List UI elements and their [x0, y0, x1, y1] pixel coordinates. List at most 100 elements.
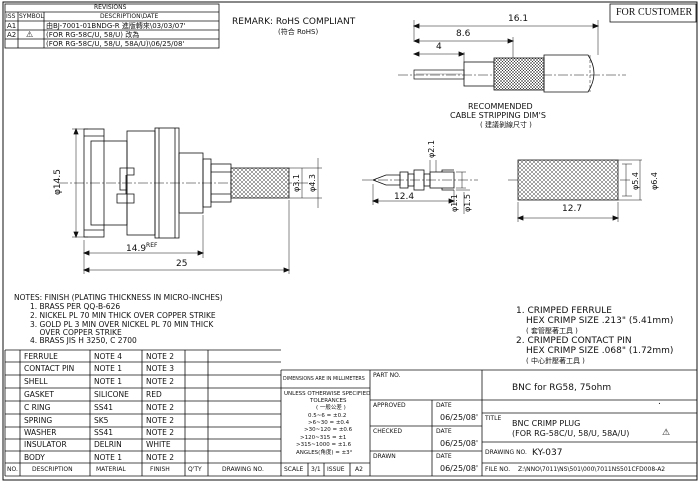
- stripping-caption-2: CABLE STRIPPING DIM'S: [450, 111, 546, 120]
- notes-header: NOTES: FINISH (PLATING THICKNESS IN MICR…: [14, 293, 223, 302]
- dim-8-6: 8.6: [456, 29, 471, 39]
- dim-16-1: 16.1: [508, 14, 529, 24]
- file-no: Z:\NNO\7011\NS\501\000\7011NS501CFD008-A…: [518, 466, 666, 473]
- crimp-ferrule-cn: ( 套管壓著工具 ): [526, 327, 578, 335]
- for-customer-label: FOR CUSTOMER: [616, 7, 693, 18]
- bom-row-2-desc: CONTACT PIN: [24, 364, 75, 373]
- rev-row-1-desc: 由BJ-7001-01BNDG-R 進版轉來\03/03/07': [46, 22, 186, 30]
- checked-date: 06/25/08': [440, 439, 479, 448]
- bom-row-9-desc: BODY: [24, 453, 45, 462]
- bom-header-drawing-no: DRAWING NO.: [222, 466, 264, 473]
- issue-label: ISSUE: [327, 466, 345, 473]
- dim-phi-1-1: φ1.1: [450, 194, 459, 212]
- bom-row-3-desc: SHELL: [24, 377, 48, 386]
- checked-date-label: DATE: [436, 428, 452, 435]
- tolerance-angle: ANGLES(角度) = ±3°: [296, 450, 353, 456]
- tolerance-cn: ( 一般公差 ): [316, 405, 346, 411]
- bom-header-material: MATERIAL: [96, 466, 126, 473]
- bom-header-finish: FINISH: [150, 466, 170, 473]
- tolerance-unless: UNLESS OTHERWISE SPECIFIED: [284, 391, 371, 397]
- dim-14-9-ref: 14.9REF: [126, 243, 157, 254]
- file-no-label: FILE NO.: [485, 466, 511, 473]
- bom-row-6-desc: SPRING: [24, 416, 53, 425]
- drawing-no-label: DRAWING NO.: [485, 449, 527, 456]
- bom-row-1-desc: FERRULE: [24, 352, 58, 361]
- stripping-caption-1: RECOMMENDED: [468, 102, 533, 111]
- tolerance-row-4: >120~315 = ±1: [300, 435, 347, 441]
- title-label: TITLE: [485, 415, 502, 422]
- drawn-date: 06/25/08': [440, 464, 479, 473]
- bom-row-3-mat: NOTE 1: [94, 377, 122, 386]
- bom-header-desc: DESCRIPTION: [32, 466, 73, 473]
- bom-row-7-fin: NOTE 2: [146, 428, 174, 437]
- bom-row-4-mat: SILICONE: [94, 390, 129, 399]
- rev-row-1-iss: A1: [7, 22, 17, 30]
- bom-row-8-fin: WHITE: [146, 440, 171, 449]
- dim-phi-4-3: φ4.3: [308, 174, 317, 192]
- rev-row-3-desc: (FOR RG-58C/U, 58/U, 58A/U)\06/25/08': [46, 40, 185, 48]
- bom-row-6-fin: NOTE 2: [146, 416, 174, 425]
- bom-row-1-mat: NOTE 4: [94, 352, 122, 361]
- approved-date-label: DATE: [436, 402, 452, 409]
- ref-label: REF: [146, 242, 158, 249]
- approved-date: 06/25/08': [440, 413, 479, 422]
- crimp-pin-cn: ( 中心針壓著工具 ): [526, 357, 585, 365]
- part-description: BNC for RG58, 75ohm: [512, 383, 612, 393]
- drawing-no: KY-037: [532, 448, 563, 458]
- bom-row-4-desc: GASKET: [24, 390, 54, 399]
- dim-14-9: 14.9: [126, 244, 147, 254]
- tolerance-title: TOLERANCES: [310, 398, 347, 404]
- bom-header-qty: Q'TY: [188, 466, 202, 473]
- bom-row-5-desc: C RING: [24, 403, 51, 412]
- rev-header-iss: ISS: [6, 13, 16, 20]
- bom-row-3-fin: NOTE 2: [146, 377, 174, 386]
- note-4: 4. BRASS JIS H 3250, C 2700: [30, 336, 137, 345]
- note-3-cont: OVER COPPER STRIKE: [30, 328, 122, 337]
- dim-phi-5-4: φ5.4: [631, 172, 640, 190]
- bom-row-8-desc: INSULATOR: [24, 440, 67, 449]
- bom-header-no: NO.: [7, 466, 18, 473]
- stripping-caption-3: ( 建議剝線尺寸 ): [480, 121, 532, 129]
- tolerance-row-2: >6~30 = ±0.4: [308, 420, 350, 426]
- drawn-label: DRAWN: [373, 453, 396, 460]
- scale-label: SCALE: [284, 466, 304, 473]
- title-line-1: BNC CRIMP PLUG: [512, 419, 581, 428]
- approved-label: APPROVED: [373, 402, 406, 409]
- title-warning-icon: ⚠: [662, 428, 671, 438]
- note-3: 3. GOLD PL 3 MIN OVER NICKEL PL 70 MIN T…: [30, 320, 214, 329]
- revisions-title: REVISIONS: [94, 4, 127, 11]
- bom-row-6-mat: SK5: [94, 416, 109, 425]
- tolerance-row-3: >30~120 = ±0.6: [304, 427, 353, 433]
- crimp-pin: 2. CRIMPED CONTACT PIN: [516, 336, 632, 346]
- warning-triangle-icon: ⚠: [26, 30, 34, 39]
- tolerance-row-5: >315~1000 = ±1.6: [296, 442, 352, 448]
- dim-phi-1-5: φ1.5: [463, 194, 472, 212]
- rev-header-desc: DESCRIPTION\DATE: [100, 13, 159, 20]
- bom-row-9-mat: NOTE 1: [94, 453, 122, 462]
- rev-row-2-desc: (FOR RG-58C/U, 58/U) 改為: [46, 31, 140, 39]
- dim-phi-14-5: φ14.5: [53, 169, 63, 195]
- dim-phi-2-1: φ2.1: [427, 140, 436, 158]
- bom-row-7-desc: WASHER: [24, 428, 57, 437]
- dim-phi-3-1: φ3.1: [292, 174, 301, 192]
- part-dot: .: [658, 397, 661, 407]
- dim-phi-6-4: φ6.4: [650, 172, 659, 190]
- note-2: 2. NICKEL PL 70 MIN THICK OVER COPPER ST…: [30, 311, 216, 320]
- crimp-pin-size: HEX CRIMP SIZE .068" (1.72mm): [526, 346, 674, 356]
- note-1: 1. BRASS PER QQ-B-626: [30, 302, 121, 311]
- rev-header-symbol: SYMBOL: [19, 13, 44, 20]
- part-no-label: PART NO.: [373, 372, 401, 379]
- rev-row-2-iss: A2: [7, 31, 17, 39]
- bom-row-2-mat: NOTE 1: [94, 364, 122, 373]
- remark-rohs-cn: (符合 RoHS): [278, 28, 319, 36]
- dim-4: 4: [436, 42, 442, 52]
- bom-row-5-mat: SS41: [94, 403, 114, 412]
- remark-rohs: REMARK: RoHS COMPLIANT: [232, 17, 356, 27]
- drawn-date-label: DATE: [436, 453, 452, 460]
- bom-row-2-fin: NOTE 3: [146, 364, 174, 373]
- checked-label: CHECKED: [373, 428, 403, 435]
- dim-units-note: DIMENSIONS ARE IN MILLIMETERS: [283, 377, 365, 382]
- bom-row-7-mat: SS41: [94, 428, 114, 437]
- title-line-2: (FOR RG-58C/U, 58/U, 58A/U): [512, 429, 630, 438]
